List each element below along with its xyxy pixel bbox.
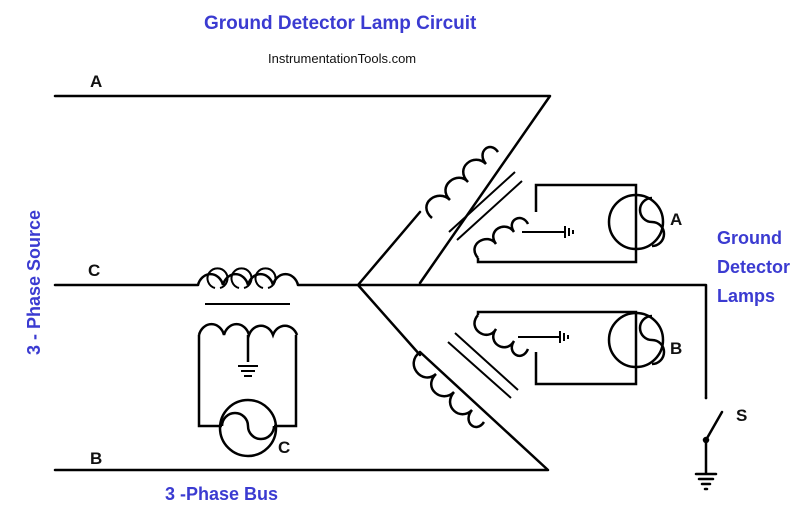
lamps-label-line3: Lamps — [717, 286, 776, 306]
transformer-c — [196, 267, 300, 428]
lamp-a — [607, 193, 666, 251]
switch-ground-icon — [694, 440, 718, 491]
transformer-b — [412, 310, 638, 429]
line-label-c: C — [88, 261, 101, 280]
switch-label: S — [736, 406, 748, 425]
bus-line-a — [53, 94, 552, 285]
lamps-label-line1: Ground — [717, 228, 782, 248]
lamp-label-a: A — [670, 210, 683, 229]
lamp-label-b: B — [670, 339, 683, 358]
lamps-label-line2: Detector — [717, 257, 791, 277]
switch-s — [704, 396, 724, 442]
transformer-a — [425, 145, 638, 264]
bus-label: 3 -Phase Bus — [165, 484, 279, 504]
diagram-subtitle: InstrumentationTools.com — [268, 51, 417, 66]
lamp-c — [218, 398, 278, 458]
line-label-b: B — [90, 449, 103, 468]
lamp-b — [607, 311, 666, 369]
diagram-title: Ground Detector Lamp Circuit — [204, 13, 477, 34]
bus-line-c — [53, 210, 708, 400]
line-label-a: A — [90, 72, 103, 91]
lamp-label-c: C — [278, 438, 291, 457]
source-label: 3 - Phase Source — [24, 209, 44, 355]
bus-line-b — [53, 350, 550, 472]
